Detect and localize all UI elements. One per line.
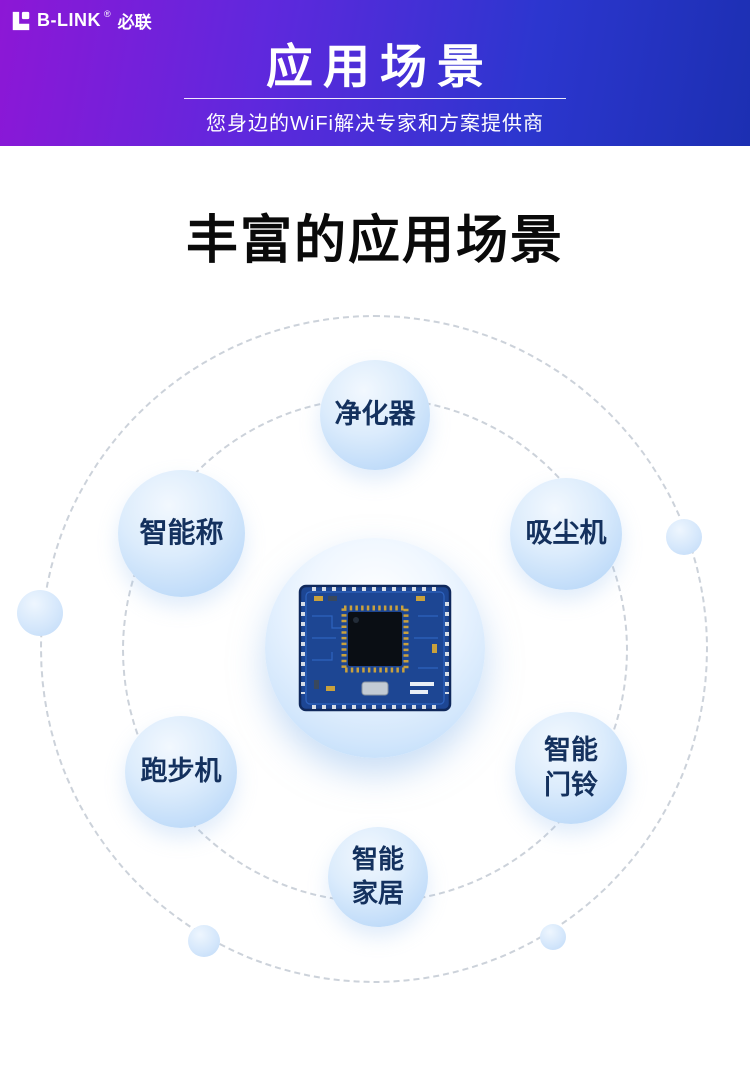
banner-title: 应用场景 — [266, 40, 494, 93]
bubble-label: 跑步机 — [140, 756, 222, 787]
bubble-label: 净化器 — [334, 399, 416, 430]
brand-name: B-LINK — [37, 10, 101, 30]
bubble-label-line: 家居 — [351, 878, 404, 908]
center-product-bubble — [265, 538, 485, 758]
bubble-smart-home: 智能 家居 — [328, 827, 428, 927]
brand-logo: B-LINK ® 必联 — [10, 8, 152, 33]
bubble-label: 智能称 — [139, 517, 224, 549]
section-title: 丰富的应用场景 — [185, 212, 564, 270]
bubble-smart-scale: 智能称 — [118, 470, 245, 597]
registered-mark: ® — [104, 9, 111, 19]
orbit-ring-outer — [40, 315, 708, 983]
decor-dot — [666, 519, 702, 555]
lb-link-logo-icon — [12, 11, 30, 30]
bubble-label-line: 智能 — [351, 844, 404, 875]
header-banner: B-LINK ® 必联 应用场景 您身边的WiFi解决专家和方案提供商 — [0, 0, 750, 146]
decor-dot — [17, 590, 63, 636]
decor-dot — [540, 924, 566, 950]
brand-name-cn: 必联 — [117, 13, 152, 32]
bubble-vacuum-cleaner: 吸尘机 — [510, 478, 622, 590]
bubble-treadmill: 跑步机 — [125, 716, 237, 828]
decor-dot — [188, 925, 220, 957]
bubble-smart-doorbell: 智能 门铃 — [515, 712, 627, 824]
banner-divider — [184, 98, 566, 99]
bubble-label-line: 智能 — [544, 734, 598, 765]
bubble-label: 吸尘机 — [525, 518, 607, 549]
banner-subtitle: 您身边的WiFi解决专家和方案提供商 — [206, 113, 544, 135]
bubble-air-purifier: 净化器 — [320, 360, 430, 470]
bubble-label-line: 门铃 — [544, 770, 598, 800]
application-diagram: 净化器 智能称 吸尘机 跑步机 智能 门铃 智能 家居 — [0, 280, 750, 1083]
wifi-module-image — [298, 584, 452, 712]
